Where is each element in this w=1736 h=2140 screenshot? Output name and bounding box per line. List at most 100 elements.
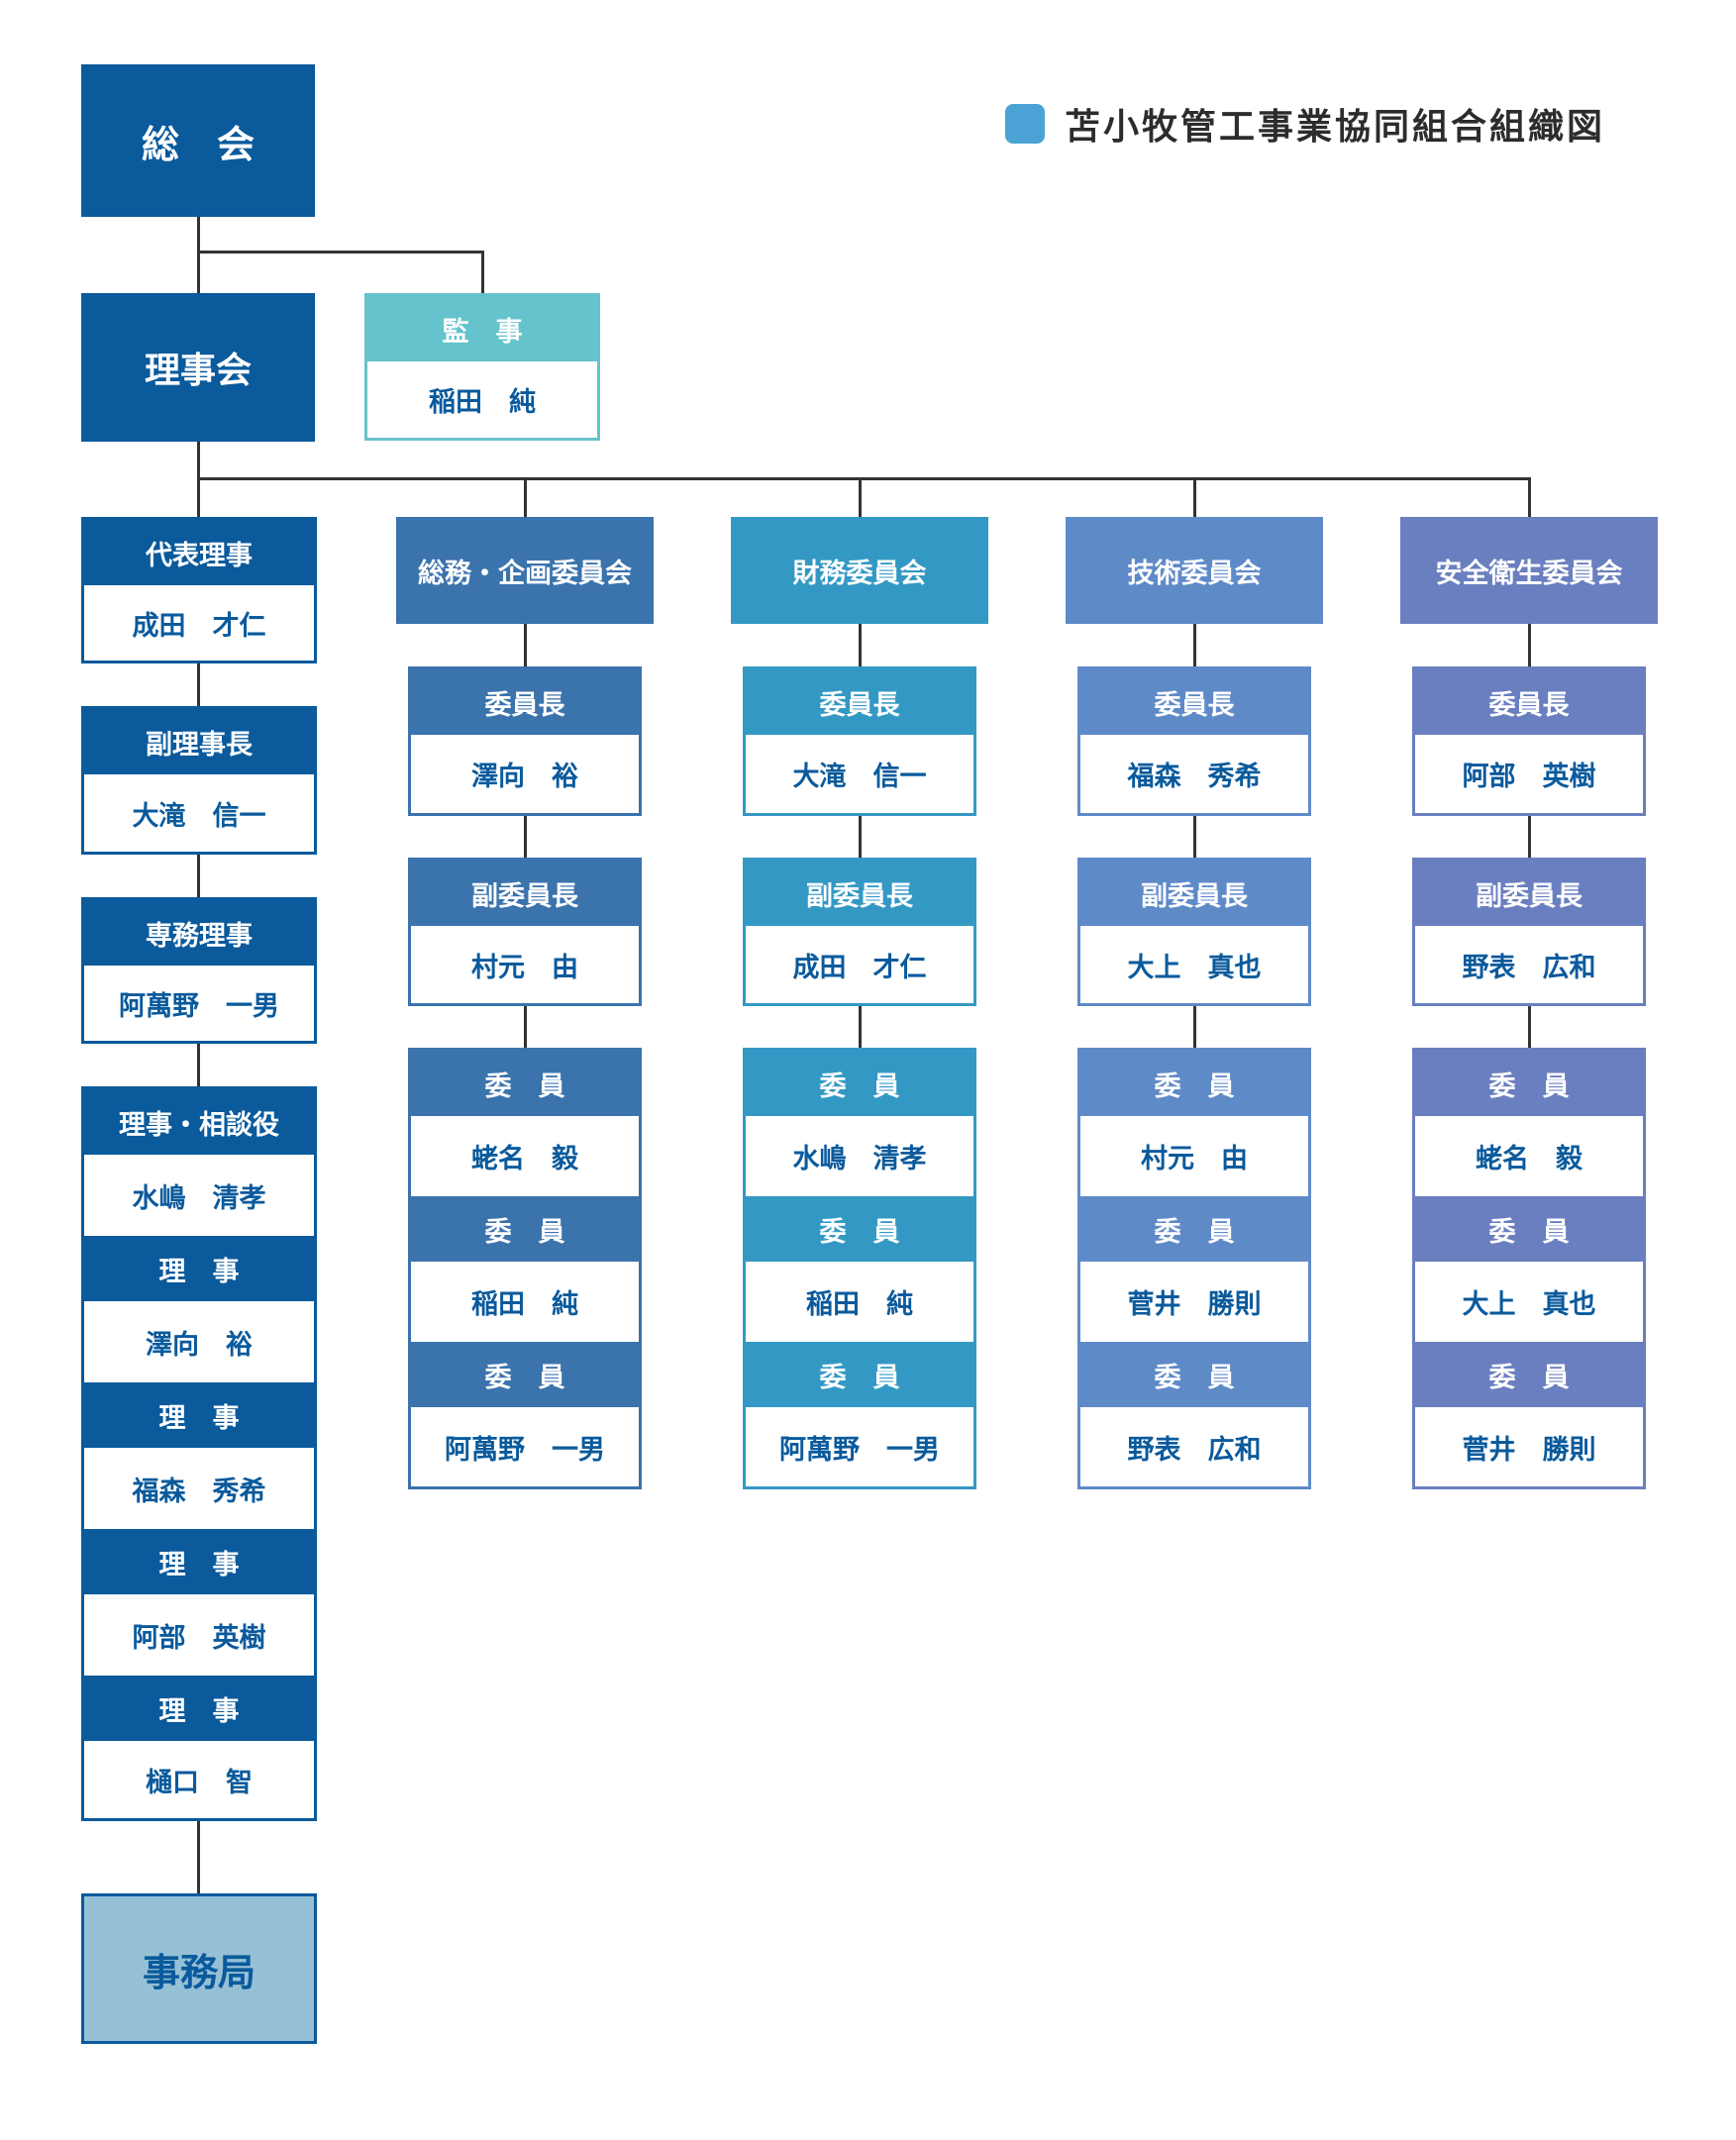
officer-name-row: 大滝 信一 [84,774,314,852]
connector-to-auditor-v [481,251,484,293]
director-name: 水嶋 清孝 [132,1182,266,1214]
member-name-row: 村元 由 [1080,1116,1308,1196]
member-role-label: 委 員 [819,1216,900,1248]
vice-name: 大上 真也 [1127,952,1262,983]
member-name-row: 蛯名 毅 [411,1116,639,1196]
connector-header-chair [1193,624,1196,666]
directors-stack: 理事・相談役 水嶋 清孝 理 事 澤向 裕 理 事 福森 秀希 理 事 阿部 英… [81,1086,317,1821]
chair-name-row: 阿部 英樹 [1415,735,1643,813]
committee-header: 総務・企画委員会 [396,517,654,624]
director-role: 理 事 [84,1676,314,1741]
vice-role-label: 副委員長 [806,880,913,912]
committee-chair-box: 委員長大滝 信一 [743,666,976,816]
chair-role: 委員長 [411,669,639,735]
chair-name: 大滝 信一 [792,762,927,792]
auditor-header: 監 事 [367,296,597,361]
committee-members-box: 委 員村元 由委 員菅井 勝則委 員野表 広和 [1077,1048,1311,1489]
vice-role-label: 副委員長 [1141,880,1248,912]
committee-members-box: 委 員蛯名 毅委 員稲田 純委 員阿萬野 一男 [408,1048,642,1489]
connector-bus-to-committee [524,477,527,517]
connector-committees-bus [197,477,1529,480]
director-role: 理 事 [84,1382,314,1448]
connector-directors-secretariat [197,1820,200,1893]
vice-role: 副委員長 [411,861,639,926]
chair-role-label: 委員長 [484,689,565,721]
committee-name: 技術委員会 [1127,558,1262,589]
member-name: 稲田 純 [471,1289,578,1320]
member-role: 委 員 [411,1196,639,1262]
officer-representative: 代表理事 成田 才仁 [81,517,317,663]
member-name-row: 大上 真也 [1415,1262,1643,1342]
member-name: 阿萬野 一男 [445,1434,605,1466]
member-role: 委 員 [1080,1196,1308,1262]
member-role: 委 員 [1415,1196,1643,1262]
chair-name: 阿部 英樹 [1462,762,1596,792]
committee-header: 安全衛生委員会 [1400,517,1658,624]
officer-role-label: 代表理事 [146,540,253,571]
member-name-row: 稲田 純 [746,1262,973,1342]
vice-name: 野表 広和 [1462,952,1596,983]
vice-role: 副委員長 [1415,861,1643,926]
auditor-name-row: 稲田 純 [367,361,597,438]
member-role: 委 員 [1415,1342,1643,1407]
connector-assembly-board [197,216,200,293]
board-label: 理事会 [144,351,252,391]
officer-role-label: 副理事長 [146,729,253,761]
general-assembly-box: 総 会 [81,64,315,217]
connector-header-chair [1528,624,1531,666]
connector-officer-3-directors [197,1043,200,1086]
director-name: 樋口 智 [146,1767,253,1798]
member-name-row: 稲田 純 [411,1262,639,1342]
connector-header-chair [524,624,527,666]
director-role-label: 理 事 [158,1402,240,1434]
officer-role: 専務理事 [84,900,314,966]
committee-vice-box: 副委員長野表 広和 [1412,858,1646,1006]
member-role-label: 委 員 [1154,1216,1235,1248]
vice-name: 村元 由 [471,952,578,983]
connector-chair-vice [859,815,862,858]
member-name: 蛯名 毅 [1476,1144,1583,1174]
officer-vice-chairman: 副理事長 大滝 信一 [81,706,317,855]
member-role-label: 委 員 [1154,1362,1235,1393]
vice-role: 副委員長 [746,861,973,926]
member-name-row: 菅井 勝則 [1415,1407,1643,1486]
director-role: 理事・相談役 [84,1089,314,1155]
chair-name-row: 福森 秀希 [1080,735,1308,813]
director-role: 理 事 [84,1529,314,1594]
member-name-row: 蛯名 毅 [1415,1116,1643,1196]
auditor-name: 稲田 純 [429,387,536,418]
connector-officer-2-3 [197,854,200,897]
connector-vice-members [1528,1005,1531,1048]
committee-members-box: 委 員蛯名 毅委 員大上 真也委 員菅井 勝則 [1412,1048,1646,1489]
connector-bus-to-committee [1193,477,1196,517]
member-name: 菅井 勝則 [1462,1434,1596,1466]
committee-vice-box: 副委員長大上 真也 [1077,858,1311,1006]
committee-header: 技術委員会 [1066,517,1323,624]
connector-chair-vice [1528,815,1531,858]
chair-role: 委員長 [1415,669,1643,735]
member-role: 委 員 [1080,1342,1308,1407]
connector-chair-vice [1193,815,1196,858]
chair-role-label: 委員長 [1154,689,1235,721]
director-role-label: 理 事 [158,1549,240,1580]
member-name: 蛯名 毅 [471,1144,578,1174]
member-name: 野表 広和 [1127,1434,1262,1466]
member-name: 大上 真也 [1462,1289,1596,1320]
chair-name: 澤向 裕 [471,762,578,792]
member-name-row: 野表 広和 [1080,1407,1308,1486]
member-role-label: 委 員 [1488,1362,1570,1393]
auditor-box: 監 事 稲田 純 [364,293,600,441]
director-name: 阿部 英樹 [132,1622,266,1654]
member-name: 阿萬野 一男 [779,1434,940,1466]
officer-name-row: 成田 才仁 [84,585,314,661]
member-name: 稲田 純 [806,1289,913,1320]
member-role: 委 員 [1415,1051,1643,1116]
committee-chair-box: 委員長澤向 裕 [408,666,642,816]
committee-name: 財務委員会 [792,558,927,589]
member-name: 村元 由 [1141,1144,1248,1174]
chair-role: 委員長 [1080,669,1308,735]
chart-title-text: 苫小牧管工事業協同組合組織図 [1065,107,1606,148]
director-name-row: 澤向 裕 [84,1301,314,1382]
vice-role: 副委員長 [1080,861,1308,926]
vice-name: 成田 才仁 [792,952,927,983]
